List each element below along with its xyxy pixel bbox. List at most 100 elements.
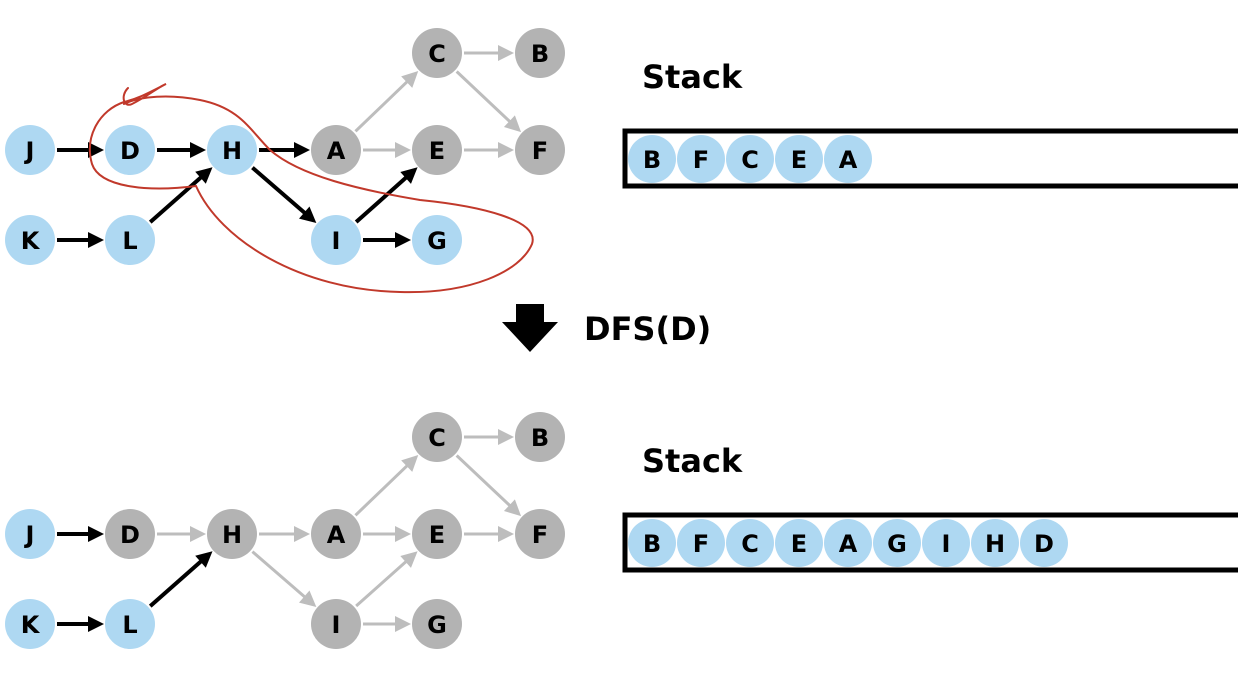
node-e: E: [412, 125, 462, 175]
node-k: K: [5, 599, 55, 649]
edge-a-c: [354, 71, 419, 133]
edge-h-a: [259, 526, 310, 542]
node-i-label: I: [332, 227, 341, 255]
node-b-label: B: [531, 40, 549, 68]
node-e-label: E: [429, 521, 445, 549]
stack-item-label: F: [693, 530, 709, 558]
stack-container-bottom: [622, 512, 1238, 573]
node-j: J: [5, 509, 55, 559]
stack-item: A: [824, 135, 872, 183]
node-c-label: C: [428, 40, 446, 68]
node-f-label: F: [532, 137, 548, 165]
edge-e-f: [464, 142, 514, 158]
stack-item: F: [677, 135, 725, 183]
node-l: L: [105, 599, 155, 649]
edge-c-f: [455, 454, 522, 517]
stack-item: G: [873, 519, 921, 567]
node-c: C: [412, 28, 462, 78]
node-g-label: G: [427, 611, 447, 639]
node-k: K: [5, 215, 55, 265]
edge-h-i: [251, 166, 317, 223]
graph-after: J D H A C B E F K L I G: [5, 412, 565, 649]
stack-container-top: [622, 128, 1238, 189]
edge-l-h: [148, 167, 213, 224]
edge-e-f: [464, 526, 514, 542]
stack-item-label: H: [985, 530, 1005, 558]
stack-item-label: I: [942, 530, 951, 558]
stack-label-bottom: Stack: [642, 442, 743, 480]
edge-h-i: [251, 550, 317, 607]
edge-k-l: [57, 616, 104, 632]
node-d: D: [105, 509, 155, 559]
edge-i-g: [363, 616, 411, 632]
stack-item-label: C: [741, 146, 759, 174]
edge-i-e: [355, 551, 418, 608]
node-i: I: [311, 215, 361, 265]
node-j-label: J: [24, 521, 35, 549]
node-i-label: I: [332, 611, 341, 639]
node-a-label: A: [327, 137, 346, 165]
stack-item: B: [628, 135, 676, 183]
edge-l-h: [148, 551, 213, 608]
edge-h-a: [259, 142, 310, 158]
node-e: E: [412, 509, 462, 559]
node-l-label: L: [122, 227, 137, 255]
stack-label-top: Stack: [642, 58, 743, 96]
operation-label: DFS(D): [584, 310, 711, 348]
stack-item: D: [1020, 519, 1068, 567]
node-g: G: [412, 599, 462, 649]
stack-item: C: [726, 519, 774, 567]
edge-i-e: [354, 167, 418, 224]
node-l-label: L: [122, 611, 137, 639]
node-f: F: [515, 509, 565, 559]
stack-item: I: [922, 519, 970, 567]
stack-item-label: E: [791, 530, 807, 558]
node-a: A: [311, 509, 361, 559]
node-k-label: K: [21, 611, 41, 639]
stack-item-label: A: [839, 530, 858, 558]
stack-item: E: [775, 519, 823, 567]
node-j-label: J: [24, 137, 35, 165]
node-c-label: C: [428, 424, 446, 452]
node-b: B: [515, 412, 565, 462]
stack-item-label: F: [693, 146, 709, 174]
stack-item-label: C: [741, 530, 759, 558]
edge-a-e: [363, 526, 411, 542]
edge-j-d: [57, 142, 104, 158]
edge-a-c: [354, 455, 419, 517]
node-f-label: F: [532, 521, 548, 549]
edge-j-d: [57, 526, 104, 542]
stack-item: F: [677, 519, 725, 567]
edge-c-f: [455, 70, 522, 133]
node-i: I: [311, 599, 361, 649]
edge-d-h: [157, 142, 206, 158]
node-g-label: G: [427, 227, 447, 255]
edge-a-e: [363, 142, 411, 158]
node-k-label: K: [21, 227, 41, 255]
node-f: F: [515, 125, 565, 175]
edge-c-b: [464, 429, 514, 445]
edge-k-l: [57, 232, 104, 248]
stack-item: A: [824, 519, 872, 567]
stack-item: C: [726, 135, 774, 183]
highlight-loop: [88, 83, 534, 294]
node-b: B: [515, 28, 565, 78]
edge-d-h: [157, 526, 206, 542]
edge-i-g: [363, 232, 411, 248]
edge-c-b: [464, 45, 514, 61]
stack-item: B: [628, 519, 676, 567]
stack-item: H: [971, 519, 1019, 567]
node-d-label: D: [120, 521, 140, 549]
node-h: H: [207, 509, 257, 559]
node-c: C: [412, 412, 462, 462]
node-h-label: H: [222, 137, 242, 165]
down-arrow-icon: [502, 304, 558, 352]
node-b-label: B: [531, 424, 549, 452]
node-l: L: [105, 215, 155, 265]
node-j: J: [5, 125, 55, 175]
stack-item-label: D: [1034, 530, 1054, 558]
stack-item-label: E: [791, 146, 807, 174]
node-h-label: H: [222, 521, 242, 549]
